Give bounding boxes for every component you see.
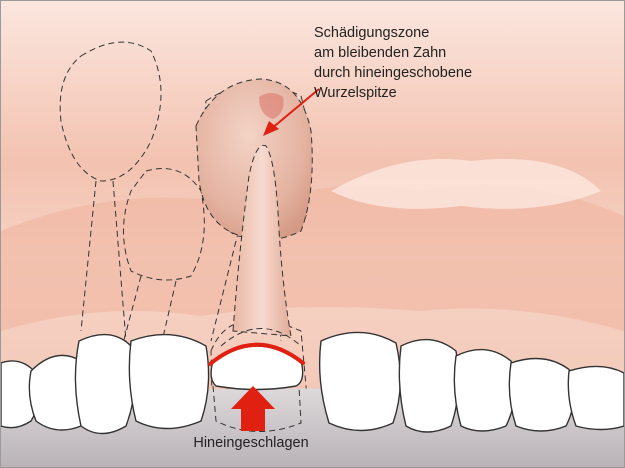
callout-line-4: Wurzelspitze	[314, 83, 544, 103]
callout-line-2: am bleibenden Zahn	[314, 43, 544, 63]
damage-zone-callout: Schädigungszone am bleibenden Zahn durch…	[314, 23, 544, 103]
callout-line-3: durch hineingeschobene	[314, 63, 544, 83]
callout-line-1: Schädigungszone	[314, 23, 544, 43]
intrusion-label: Hineingeschlagen	[151, 435, 351, 451]
